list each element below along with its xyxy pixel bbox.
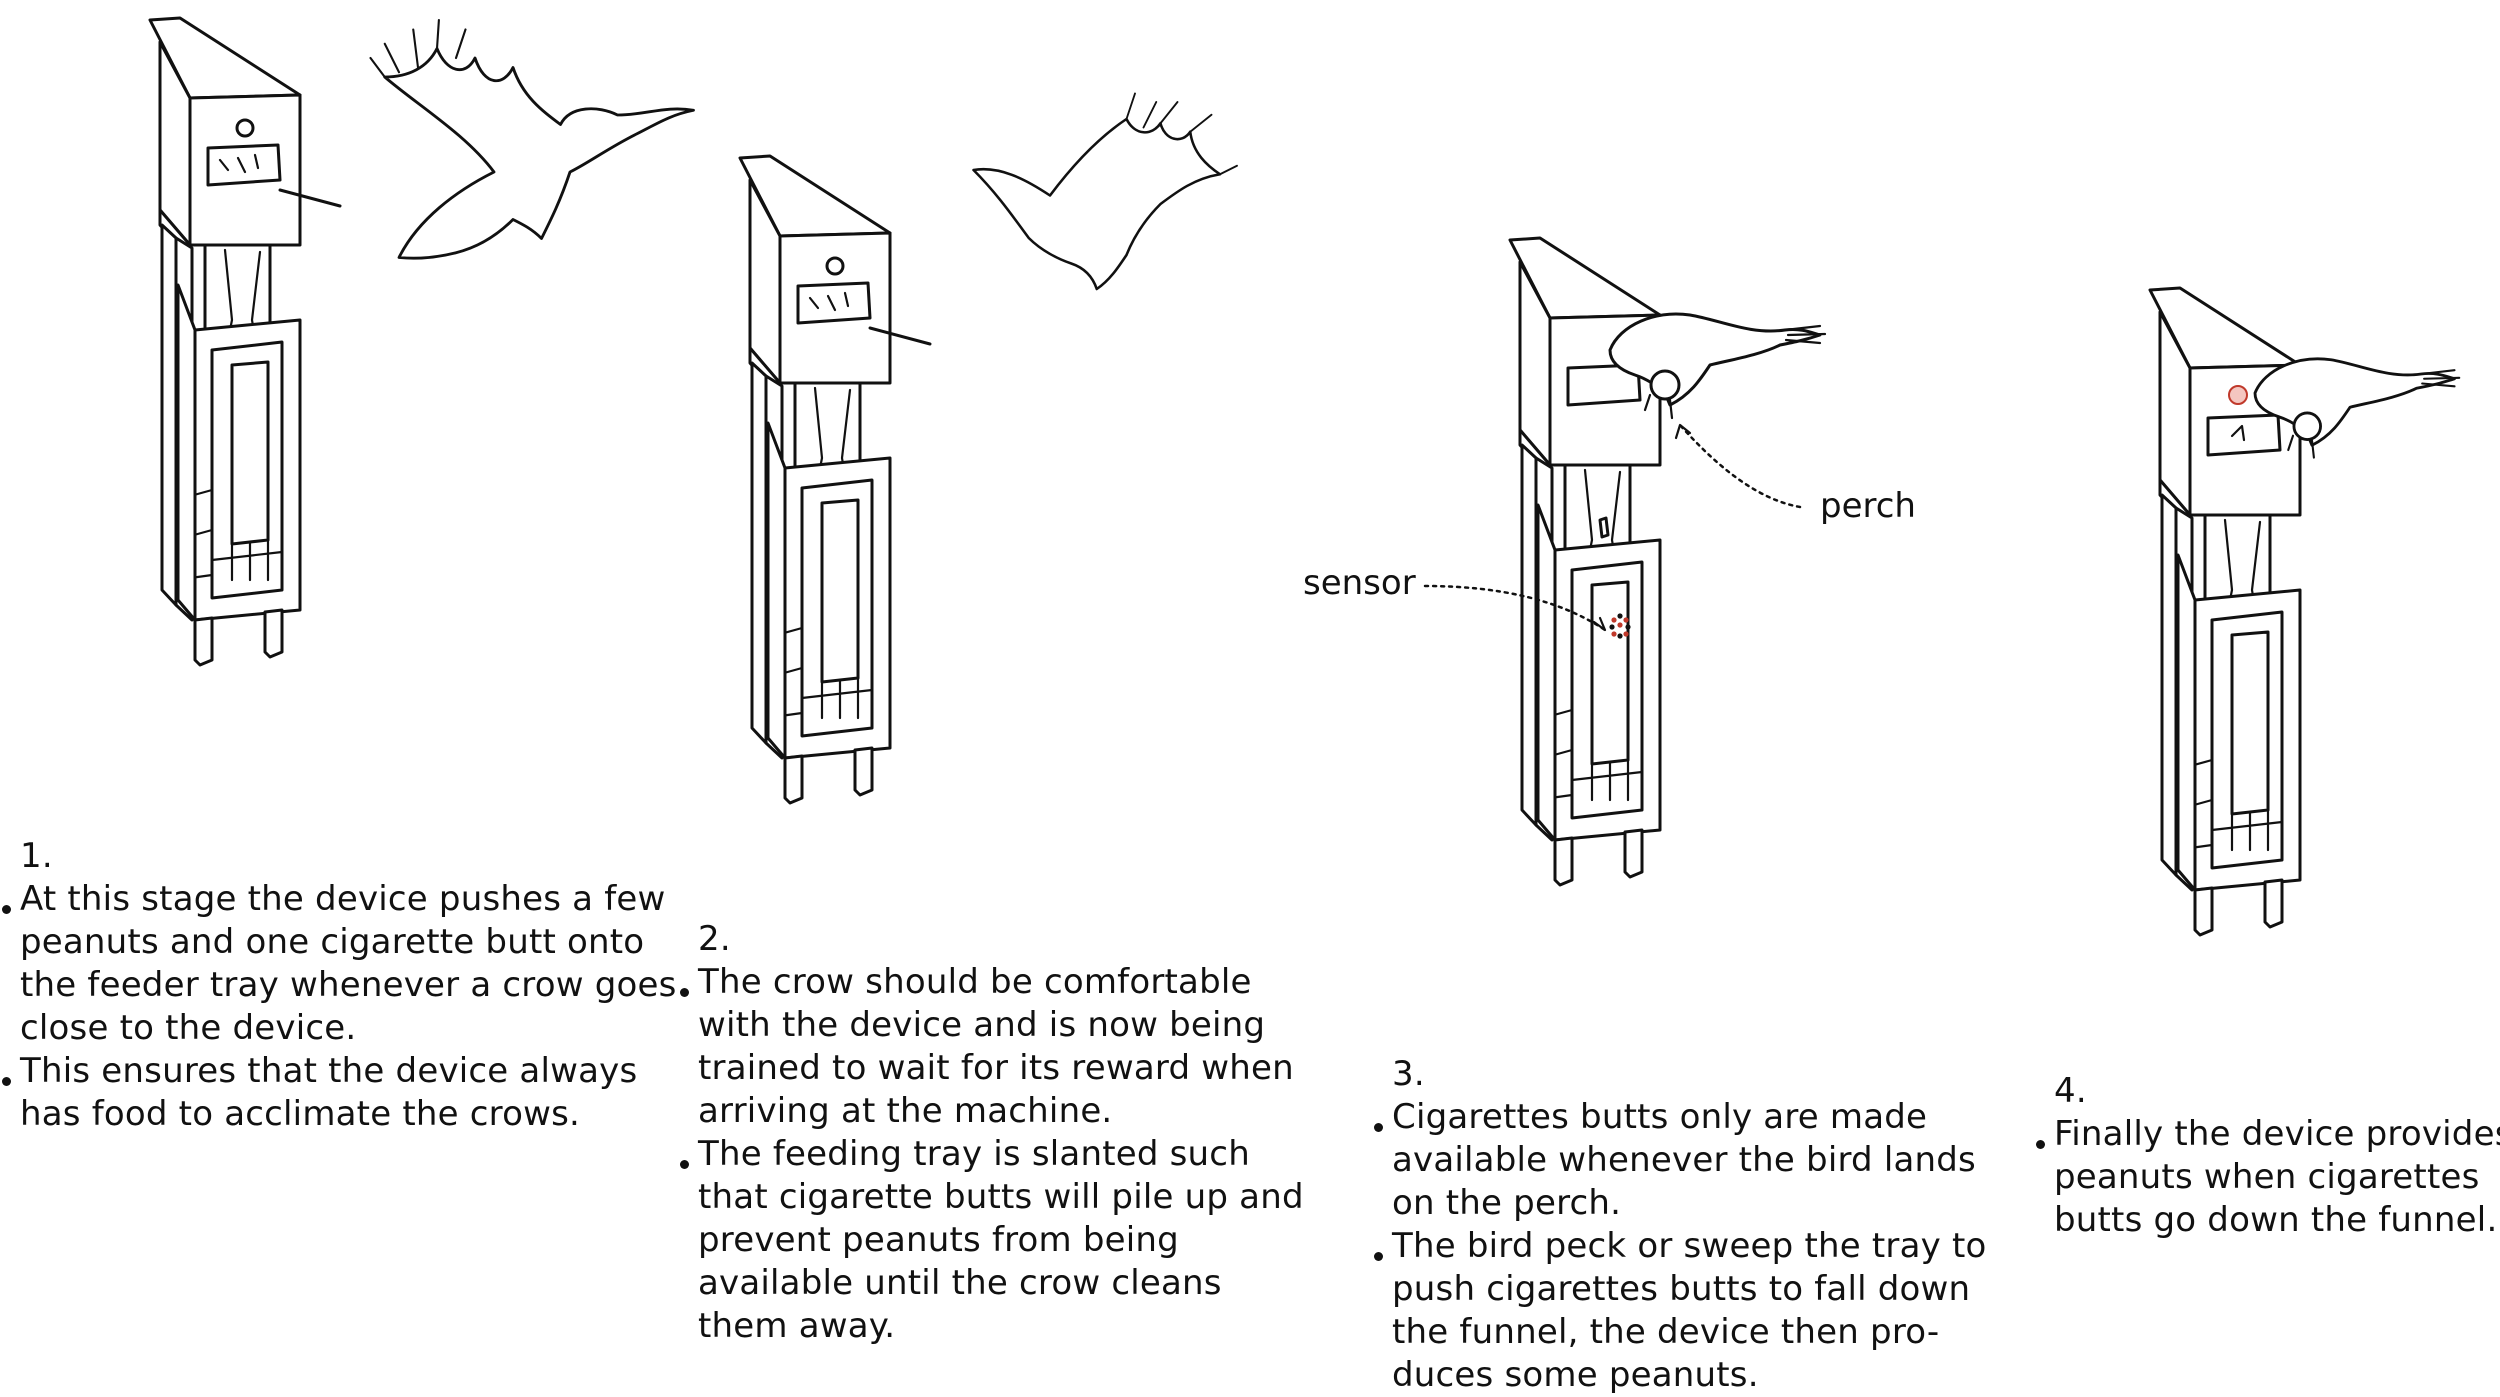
bullet: Cigarettes butts only are made available… (1374, 1096, 1986, 1225)
perch-label: perch (1820, 486, 1916, 526)
text-line: duces some peanuts. (1392, 1355, 1759, 1395)
text-line: butts go down the funnel. (2054, 1200, 2498, 1240)
step-1-caption: 1. At this stage the device pushes a few… (2, 835, 677, 1136)
step-number: 2. (698, 919, 731, 959)
text-line: that cigarette butts will pile up and (698, 1177, 1304, 1217)
bullet: The bird peck or sweep the tray to push … (1374, 1225, 1986, 1397)
text-line: available until the crow cleans (698, 1263, 1222, 1303)
text-line: peanuts when cigarettes (2054, 1157, 2480, 1197)
bullet: Finally the device provides peanuts when… (2036, 1113, 2500, 1242)
cigarette-butt-3 (1598, 516, 1610, 539)
step-bullets: The crow should be comfortable with the … (680, 961, 1304, 1348)
text-line: with the device and is now being (698, 1005, 1266, 1045)
feeder-tray-1 (206, 143, 282, 187)
device-1 (148, 16, 342, 667)
text-line: The crow should be comfortable (698, 962, 1252, 1002)
sensor-label: sensor (1303, 563, 1416, 603)
perch-leader-line (1678, 423, 1802, 509)
sensor-dots (1609, 613, 1631, 639)
text-line: peanuts and one cigarette butt onto (20, 922, 645, 962)
step-bullets: At this stage the device pushes a few pe… (2, 878, 677, 1136)
step-number: 4. (2054, 1071, 2087, 1111)
sensor-leader-line (1423, 584, 1607, 632)
text-line: The bird peck or sweep the tray to (1392, 1226, 1987, 1266)
perch-stick-2 (868, 326, 932, 346)
text-line: The feeding tray is slanted such (698, 1134, 1250, 1174)
peanut-4 (2228, 385, 2248, 405)
text-line: the funnel, the device then pro- (1392, 1312, 1940, 1352)
bullet: At this stage the device pushes a few pe… (2, 878, 677, 1050)
text-line: the feeder tray whenever a crow goes (20, 965, 677, 1005)
text-line: them away. (698, 1306, 896, 1346)
bullet: The crow should be comfortable with the … (680, 961, 1304, 1133)
bullet: This ensures that the device always has … (2, 1050, 677, 1136)
text-line: trained to wait for its reward when (698, 1048, 1294, 1088)
bullet: The feeding tray is slanted such that ci… (680, 1133, 1304, 1348)
step-number: 1. (20, 836, 53, 876)
device-3 (1508, 236, 1662, 887)
text-line: Finally the device provides (2054, 1114, 2500, 1154)
step-3-caption: 3. Cigarettes butts only are made availa… (1374, 1053, 1986, 1397)
text-line: prevent peanuts from being (698, 1220, 1179, 1260)
text-line: close to the device. (20, 1008, 357, 1048)
step-4-caption: 4. Finally the device provides peanuts w… (2036, 1070, 2500, 1242)
flying-crow-2 (972, 92, 1238, 291)
device-4 (2148, 286, 2302, 937)
text-line: arriving at the machine. (698, 1091, 1113, 1131)
text-line: push cigarettes butts to fall down (1392, 1269, 1971, 1309)
feeder-tray-2 (796, 281, 872, 325)
step-bullets: Finally the device provides peanuts when… (2036, 1113, 2500, 1242)
device-2 (738, 154, 932, 805)
text-line: has food to acclimate the crows. (20, 1094, 580, 1134)
text-line: At this stage the device pushes a few (20, 879, 666, 919)
text-line: on the perch. (1392, 1183, 1622, 1223)
text-line: available whenever the bird lands (1392, 1140, 1976, 1180)
perch-stick-1 (278, 188, 342, 208)
text-line: This ensures that the device always (20, 1051, 638, 1091)
step-2-caption: 2. The crow should be comfortable with t… (680, 918, 1304, 1348)
flying-crow-1 (369, 18, 695, 260)
step-number: 3. (1392, 1054, 1425, 1094)
step-bullets: Cigarettes butts only are made available… (1374, 1096, 1986, 1397)
feeder-tray-3 (1566, 363, 1642, 407)
text-line: Cigarettes butts only are made (1392, 1097, 1928, 1137)
